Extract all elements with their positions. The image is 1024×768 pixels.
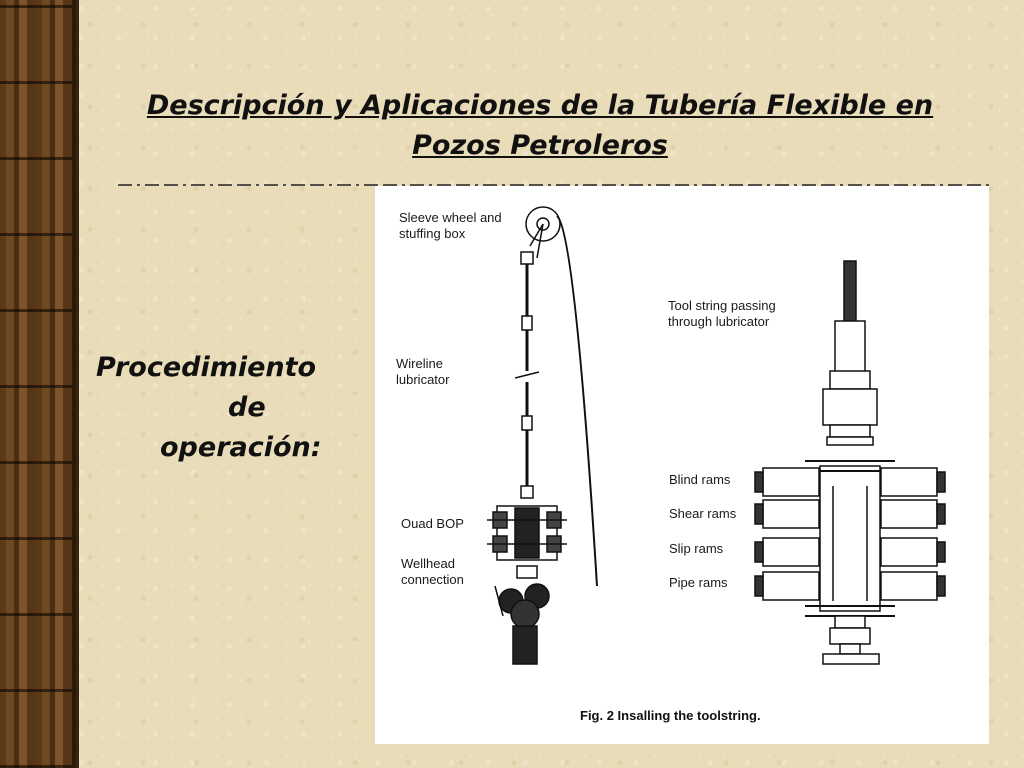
label-quad-bop: Ouad BOP (401, 516, 464, 531)
wellhead-small (494, 565, 550, 665)
quad-bop-small (487, 505, 567, 561)
sheave-wheel (525, 206, 561, 242)
label-sleeve-wheel: Sleeve wheel and stuffing box (399, 210, 502, 241)
subtitle-line-2: de (228, 392, 266, 423)
quad-bop-large (754, 460, 946, 617)
wireline-cable (556, 215, 598, 587)
label-wireline-lubricator: Wireline lubricator (396, 356, 450, 387)
slide-title-line-2: Pozos Petroleros (412, 130, 668, 161)
label-wellhead-connection: Wellhead connection (401, 556, 464, 587)
wood-border-edge (72, 0, 76, 768)
label-tool-string: Tool string passing through lubricator (668, 298, 776, 329)
label-slip-rams: Slip rams (669, 541, 724, 556)
slide-title-line-1: Descripción y Aplicaciones de la Tubería… (146, 90, 934, 121)
slide-title: Descripción y Aplicaciones de la Tubería… (100, 86, 980, 166)
wood-border-strip (0, 0, 79, 768)
toolstring-large (822, 260, 878, 502)
label-blind-rams: Blind rams (669, 472, 731, 487)
slide-subtitle: Procedimiento de operación: (82, 348, 342, 468)
subtitle-line-1: Procedimiento (96, 352, 317, 383)
label-pipe-rams: Pipe rams (669, 575, 728, 590)
figure-caption: Fig. 2 Insalling the toolstring. (580, 708, 761, 723)
wellhead-large (822, 615, 880, 665)
label-shear-rams: Shear rams (669, 506, 737, 521)
toolstring-figure: Sleeve wheel and stuffing box Wireline l… (375, 186, 989, 744)
toolstring-drawing (487, 206, 946, 665)
subtitle-line-3: operación: (160, 432, 322, 463)
